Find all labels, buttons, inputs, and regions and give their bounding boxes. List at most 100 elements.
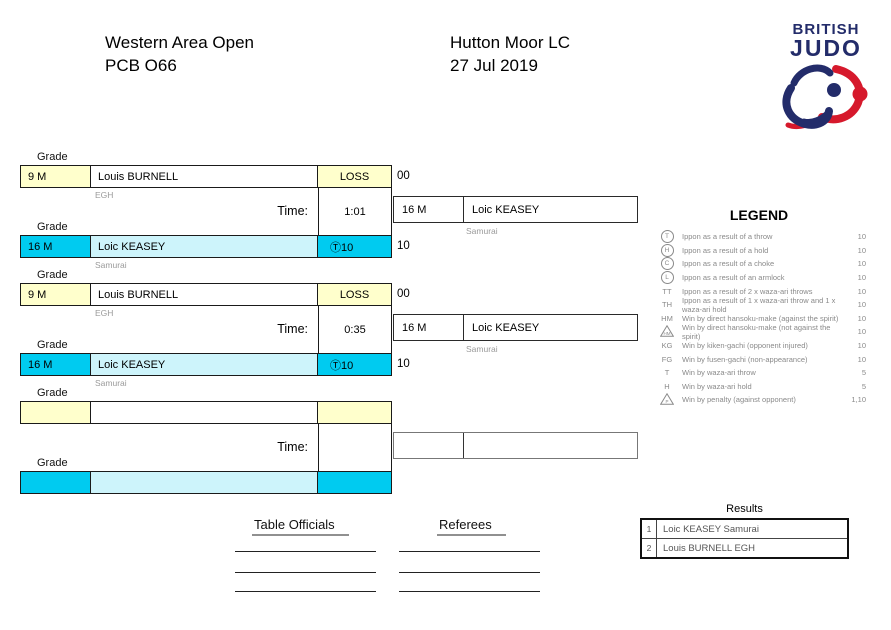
time-label: Time:: [277, 440, 308, 454]
club-top: EGH: [95, 190, 114, 200]
competitor-name-cell: Louis BURNELL: [98, 170, 179, 183]
ippon-choke-icon: C: [652, 257, 682, 271]
score-top: 00: [397, 170, 410, 182]
table-officials-heading: Table Officials: [252, 517, 349, 536]
signature-line: [399, 551, 540, 552]
winner-grade-cell: 16 M: [394, 315, 464, 340]
legend-row: P Win by penalty (against opponent) 1,10: [652, 392, 866, 407]
score-top: 00: [397, 288, 410, 300]
legend-row: T Ippon as a result of a throw 10: [652, 230, 866, 244]
time-cell: [318, 424, 392, 471]
referees-heading: Referees: [437, 517, 506, 536]
grade-cell: [21, 472, 91, 493]
legend-row: FG Win by fusen-gachi (non-appearance) 1…: [661, 354, 866, 364]
event-date: 27 Jul 2019: [450, 56, 538, 75]
rank-cell: 2: [642, 539, 657, 557]
grade-cell: [21, 402, 91, 423]
legend-row: T Win by waza-ari throw 5: [664, 368, 866, 378]
venue: Hutton Moor LC: [450, 33, 570, 52]
result-cell: LOSS: [317, 166, 391, 187]
winner-grade-cell: [394, 433, 464, 458]
competitor-name-cell: Loic KEASEY: [91, 236, 317, 257]
competitor-name-cell: Loic KEASEY: [91, 354, 317, 375]
winner-box: [393, 432, 638, 459]
result-cell: Ⓣ10: [317, 236, 391, 257]
results-row-1: 1 Loic KEASEY Samurai: [642, 520, 847, 539]
winner-grade-cell: 16 M: [394, 197, 464, 222]
competitor-row-top: [20, 401, 392, 424]
result-name-cell: Loic KEASEY Samurai: [663, 523, 759, 535]
match-block-3: Grade Time: Grade: [0, 387, 660, 505]
grade-label: Grade: [37, 151, 68, 163]
svg-text:P: P: [665, 399, 668, 404]
competitor-row-top: 9 M Louis BURNELL LOSS: [20, 283, 392, 306]
time-label: Time:: [277, 204, 308, 218]
result-cell: LOSS: [317, 284, 391, 305]
penalty-triangle-icon: P: [652, 392, 682, 407]
grade-cell: 16 M: [21, 236, 91, 257]
legend-row: L Ippon as a result of an armlock 10: [652, 271, 866, 285]
time-cell: 1:01: [318, 188, 392, 235]
legend-row: H Win by waza-ari hold 5: [664, 381, 866, 391]
competitor-name-cell: [91, 472, 317, 493]
legend-row: HM Win by direct hansoku-make (not again…: [652, 323, 866, 341]
signature-line: [399, 591, 540, 592]
winner-club: Samurai: [466, 226, 498, 236]
results-title: Results: [726, 503, 763, 515]
event-category: PCB O66: [105, 56, 177, 75]
legend-row: TT Ippon as a result of 2 x waza-ari thr…: [662, 286, 866, 296]
hansoku-make-triangle-icon: HM: [652, 324, 682, 339]
grade-label: Grade: [37, 387, 68, 399]
club-bottom: Samurai: [95, 378, 127, 388]
result-cell: Ⓣ10: [317, 354, 391, 375]
legend-title: LEGEND: [729, 207, 789, 223]
score-bottom: 10: [397, 358, 410, 370]
competitor-row-bottom: [20, 471, 392, 494]
legend-row: C Ippon as a result of a choke 10: [652, 257, 866, 271]
legend-row: TH Ippon as a result of 1 x waza-ari thr…: [662, 295, 866, 314]
winner-name-cell: Loic KEASEY: [472, 203, 540, 216]
result-name-cell: Louis BURNELL EGH: [663, 542, 756, 554]
ippon-throw-icon: T: [652, 230, 682, 244]
logo-text-judo: JUDO: [790, 35, 862, 61]
legend: LEGEND T Ippon as a result of a throw 10…: [652, 207, 866, 407]
svg-text:HM: HM: [664, 331, 671, 336]
competitor-name-cell: Louis BURNELL: [98, 288, 179, 301]
grade-label: Grade: [37, 457, 68, 469]
club-bottom: Samurai: [95, 260, 127, 270]
winner-box: 16 M Loic KEASEY: [393, 314, 638, 341]
legend-row: KG Win by kiken-gachi (opponent injured)…: [661, 341, 866, 351]
match-block-1: Grade 9 M Louis BURNELL LOSS 00 EGH Time…: [0, 151, 660, 270]
competitor-row-bottom: 16 M Loic KEASEY Ⓣ10: [20, 353, 392, 376]
competitor-row-bottom: 16 M Loic KEASEY Ⓣ10: [20, 235, 392, 258]
match-block-2: Grade 9 M Louis BURNELL LOSS 00 EGH Time…: [0, 269, 660, 388]
winner-name-cell: [464, 433, 637, 458]
result-cell: [317, 472, 391, 493]
results-row-2: 2 Louis BURNELL EGH: [642, 539, 847, 557]
winner-box: 16 M Loic KEASEY: [393, 196, 638, 223]
club-top: EGH: [95, 308, 114, 318]
competitor-name-cell: [91, 402, 317, 423]
time-label: Time:: [277, 322, 308, 336]
event-title: Western Area Open: [105, 33, 254, 52]
score-bottom: 10: [397, 240, 410, 252]
british-judo-logo: BRITISH JUDO: [778, 22, 874, 140]
results-table: 1 Loic KEASEY Samurai 2 Louis BURNELL EG…: [640, 518, 849, 559]
grade-cell: 16 M: [21, 354, 91, 375]
legend-row: H Ippon as a result of a hold 10: [652, 243, 866, 258]
grade-label: Grade: [37, 269, 68, 281]
ippon-armlock-icon: L: [652, 271, 682, 285]
judo-figure-icon: [782, 64, 868, 130]
ippon-hold-icon: H: [652, 243, 682, 257]
winner-name-cell: Loic KEASEY: [472, 321, 540, 334]
grade-label: Grade: [37, 221, 68, 233]
grade-cell: 9 M: [21, 284, 91, 305]
grade-cell: 9 M: [21, 166, 91, 187]
winner-club: Samurai: [466, 344, 498, 354]
signature-line: [235, 551, 376, 552]
signature-line: [399, 572, 540, 573]
signature-line: [235, 591, 376, 592]
time-cell: 0:35: [318, 306, 392, 353]
logo-text-british: BRITISH: [792, 21, 860, 38]
